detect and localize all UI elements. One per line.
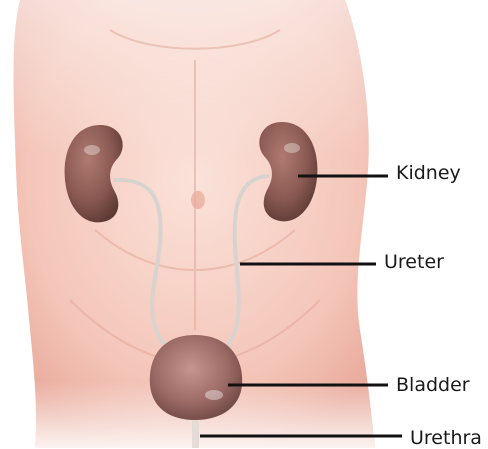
ureter-label: Ureter	[384, 253, 444, 272]
kidney-label: Kidney	[396, 164, 461, 183]
bladder-label: Bladder	[396, 376, 470, 395]
navel	[191, 191, 205, 209]
bladder	[150, 335, 242, 420]
urethra-label: Urethra	[410, 429, 482, 448]
urethra	[192, 420, 199, 448]
